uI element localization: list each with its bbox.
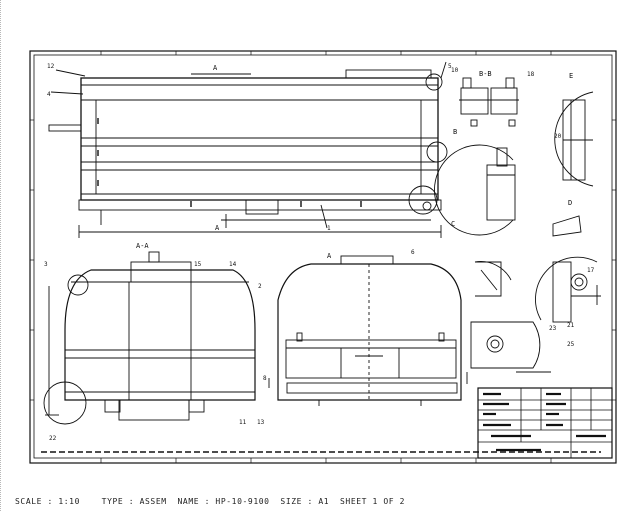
detail-label-b: B xyxy=(453,128,457,136)
detail-label-e: E xyxy=(569,72,573,80)
view-label-a-top: A xyxy=(213,64,218,72)
view-label-aa-front: A-A xyxy=(136,242,149,250)
detail-circles-side xyxy=(408,73,448,215)
balloon-item-3: 3 xyxy=(44,261,48,268)
detail-d-view xyxy=(474,215,582,297)
balloon-item-1: 1 xyxy=(327,225,331,232)
side-view-tank xyxy=(48,61,447,238)
engineering-drawing: A A B-B A-A A B C D E 12 4 5 1 18 10 20 … xyxy=(29,50,617,464)
section-bb-detail xyxy=(459,77,519,127)
balloon-item-23: 23 xyxy=(549,325,557,332)
balloon-item-14: 14 xyxy=(229,261,237,268)
balloon-item-5: 5 xyxy=(448,63,452,70)
balloon-item-17: 17 xyxy=(587,267,595,274)
view-label-bb: B-B xyxy=(479,70,492,78)
detail-bottom-view xyxy=(470,321,551,373)
title-block xyxy=(477,387,613,459)
detail-label-d: D xyxy=(568,199,572,207)
detail-circles-front xyxy=(43,274,89,425)
balloon-item-2: 2 xyxy=(258,283,262,290)
drawing-status-line: SCALE : 1:10 TYPE : ASSEM NAME : HP-10-9… xyxy=(15,497,405,506)
detail-label-c: C xyxy=(451,220,455,228)
rear-end-view xyxy=(268,255,468,406)
view-label-a-bottom: A xyxy=(215,224,220,232)
detail-c-view xyxy=(554,91,594,187)
balloon-item-4: 4 xyxy=(47,91,51,98)
balloon-item-11: 11 xyxy=(239,419,247,426)
detail-b-view xyxy=(434,144,516,236)
balloon-item-12: 12 xyxy=(47,63,55,70)
balloon-item-22: 22 xyxy=(49,435,57,442)
view-label-a-rear: A xyxy=(327,252,332,260)
balloon-item-8: 8 xyxy=(263,375,267,382)
balloon-item-10: 10 xyxy=(451,67,459,74)
balloon-item-20: 20 xyxy=(554,133,562,140)
detail-e-view xyxy=(535,256,601,323)
balloon-item-25: 25 xyxy=(567,341,575,348)
front-section-view xyxy=(45,251,256,421)
balloon-item-15: 15 xyxy=(194,261,202,268)
sheet-frame xyxy=(29,50,617,464)
balloon-item-6: 6 xyxy=(411,249,415,256)
balloon-item-18: 18 xyxy=(527,71,535,78)
balloon-item-21: 21 xyxy=(567,322,575,329)
balloon-item-13: 13 xyxy=(257,419,265,426)
